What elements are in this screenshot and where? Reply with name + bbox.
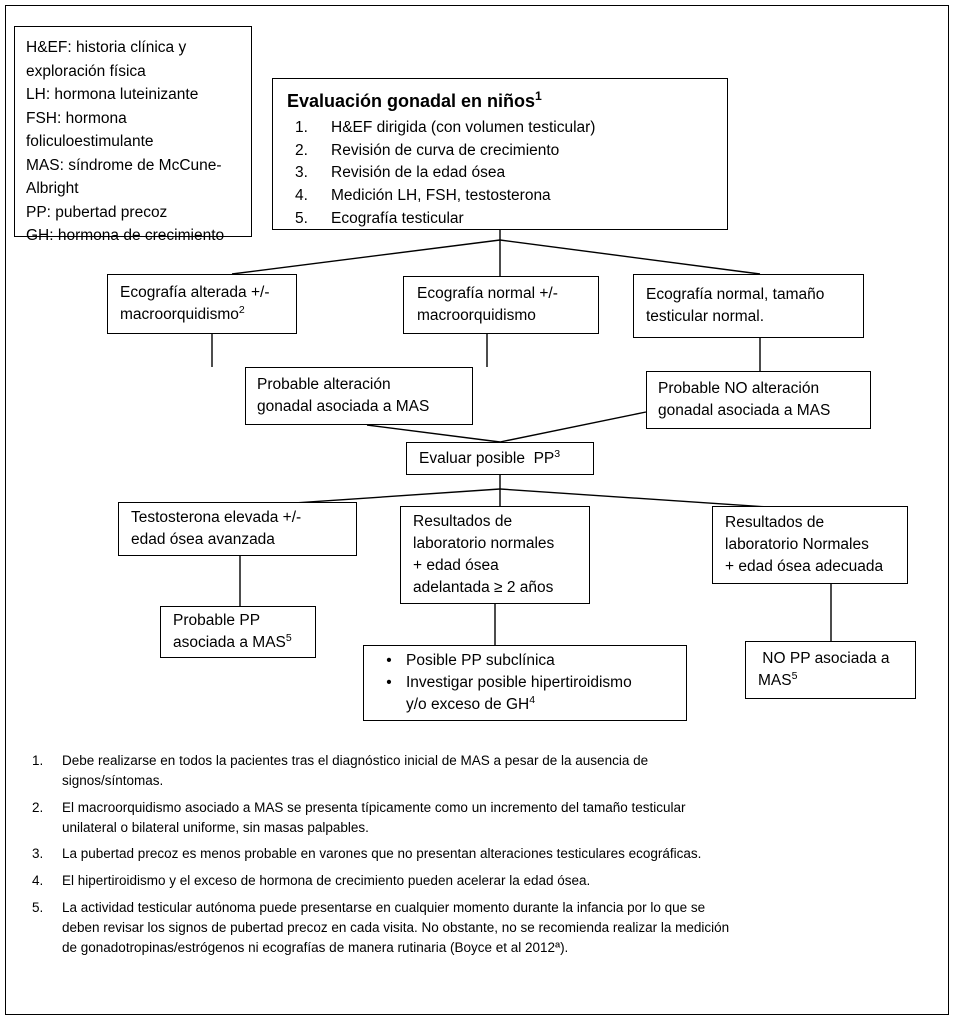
footnotes-list: 1. Debe realizarse en todos la pacientes… — [32, 751, 732, 965]
footnote-item: 4. El hipertiroidismo y el exceso de hor… — [32, 873, 591, 889]
legend-line: FSH: hormona — [26, 109, 127, 127]
footnote-item: 5. La actividad testicular autónoma pued… — [32, 900, 730, 955]
bullet-spacer — [372, 694, 406, 716]
evaluation-steps-list: 1.H&EF dirigida (con volumen testicular)… — [287, 117, 717, 230]
legend-line: PP: pubertad precoz — [26, 203, 168, 221]
node-probable-pp-mas: Probable PP asociada a MAS5 — [160, 606, 316, 658]
footnote-item: 3. La pubertad precoz es menos probable … — [32, 846, 702, 862]
bullet-icon: • — [386, 673, 392, 691]
evaluation-step: 3.Revisión de la edad ósea — [295, 164, 506, 182]
node-lab-normal-advanced-bone-age: Resultados de laboratorio normales + eda… — [400, 506, 590, 604]
node-ultrasound-normal-size: Ecografía normal, tamaño testicular norm… — [633, 274, 864, 338]
node-ultrasound-normal: Ecografía normal +/- macroorquidismo — [403, 276, 599, 334]
bullet-item-continuation: y/o exceso de GH4 — [372, 694, 680, 716]
node-probable-no-gonadal-alteration: Probable NO alteración gonadal asociada … — [646, 371, 871, 429]
bullet-icon: • — [386, 651, 392, 669]
evaluation-step: 2.Revisión de curva de crecimiento — [295, 141, 560, 159]
footnote-ref: 5 — [285, 631, 292, 644]
legend-line: exploración física — [26, 62, 146, 80]
diagram-frame — [5, 5, 949, 1015]
bullet-item: • Investigar posible hipertiroidismo — [372, 672, 680, 694]
footnote-ref: 4 — [529, 693, 536, 706]
title-superscript: 1 — [535, 89, 542, 103]
evaluation-title-box: Evaluación gonadal en niños1 1.H&EF diri… — [272, 78, 728, 230]
evaluation-step: 4.Medición LH, FSH, testosterona — [295, 186, 551, 204]
footnote-item: 2. El macroorquidismo asociado a MAS se … — [32, 799, 686, 835]
node-evaluate-possible-pp: Evaluar posible PP3 — [406, 442, 594, 475]
node-no-pp-mas: NO PP asociada a MAS5 — [745, 641, 916, 699]
evaluation-step: 1.H&EF dirigida (con volumen testicular) — [295, 119, 596, 136]
legend-line: LH: hormona luteinizante — [26, 86, 199, 104]
footnote-ref: 5 — [791, 669, 798, 682]
evaluation-step: 5.Ecografía testicular — [295, 209, 464, 227]
node-ultrasound-altered: Ecografía alterada +/- macroorquidismo2 — [107, 274, 297, 334]
node-lab-normal-adequate-bone-age: Resultados de laboratorio Normales + eda… — [712, 506, 908, 584]
legend-line: MAS: síndrome de McCune- — [26, 156, 222, 174]
legend-line: foliculoestimulante — [26, 133, 154, 151]
footnote-item: 1. Debe realizarse en todos la pacientes… — [32, 753, 649, 788]
legend-line: H&EF: historia clínica y — [26, 39, 187, 56]
legend-line: Albright — [26, 180, 79, 198]
node-probable-gonadal-alteration: Probable alteración gonadal asociada a M… — [245, 367, 473, 425]
node-subclinical-pp-bullets: • Posible PP subclínica • Investigar pos… — [363, 645, 687, 721]
footnote-ref: 2 — [238, 303, 245, 316]
node-testosterone-elevated: Testosterona elevada +/- edad ósea avanz… — [118, 502, 357, 556]
abbreviations-legend: H&EF: historia clínica y exploración fís… — [14, 26, 252, 244]
footnote-ref: 3 — [554, 447, 561, 460]
legend-line: GH: hormona de crecimiento — [26, 227, 225, 245]
bullet-item: • Posible PP subclínica — [372, 650, 680, 672]
page-title: Evaluación gonadal en niños1 — [287, 89, 542, 111]
